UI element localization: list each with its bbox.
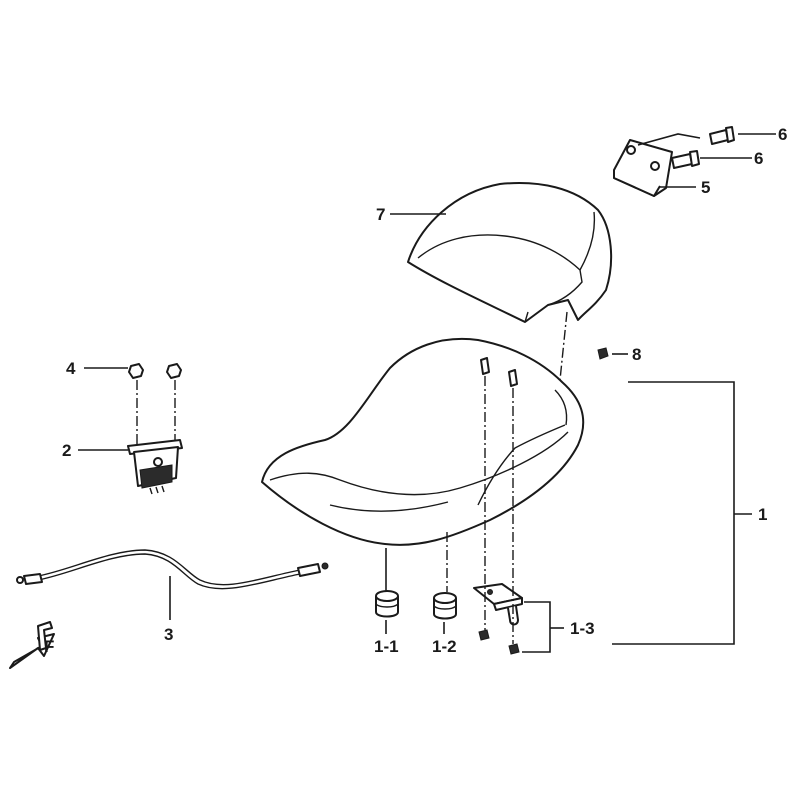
callout-1: 1 (758, 505, 767, 524)
callout-5: 5 (701, 178, 710, 197)
part-7-rear-seat (407, 182, 613, 323)
part-1-2-damper (433, 592, 457, 620)
part-1-3-pin-right (508, 369, 520, 655)
callout-8: 8 (632, 345, 641, 364)
part-5-rear-bracket (613, 139, 673, 197)
part-6-bolt-lower (671, 150, 700, 169)
part-6-bolt-upper (709, 126, 735, 145)
front-marker-label: F (44, 637, 54, 656)
part-4-nut-right (166, 363, 182, 379)
front-direction-marker: F (9, 621, 55, 669)
leader-lines (78, 133, 776, 653)
part-1-3-pin-left (478, 357, 490, 641)
part-1-main-seat (261, 338, 585, 546)
callout-7: 7 (376, 205, 385, 224)
callout-1-3: 1-3 (570, 619, 595, 638)
callout-1-2: 1-2 (432, 637, 457, 656)
callout-2: 2 (62, 441, 71, 460)
part-1-1-damper (375, 590, 399, 618)
part-4-nut-left (128, 363, 144, 379)
callout-6-lower: 6 (754, 149, 763, 168)
part-1-3-catch-plate (473, 583, 523, 626)
callout-3: 3 (164, 625, 173, 644)
part-2-seat-lock (127, 439, 183, 495)
assembly-lines (136, 311, 568, 644)
callout-1-1: 1-1 (374, 637, 399, 656)
callout-4: 4 (66, 359, 76, 378)
part-3-seat-cable (16, 549, 329, 590)
callout-6-upper: 6 (778, 125, 787, 144)
part-8-clip (597, 347, 609, 360)
